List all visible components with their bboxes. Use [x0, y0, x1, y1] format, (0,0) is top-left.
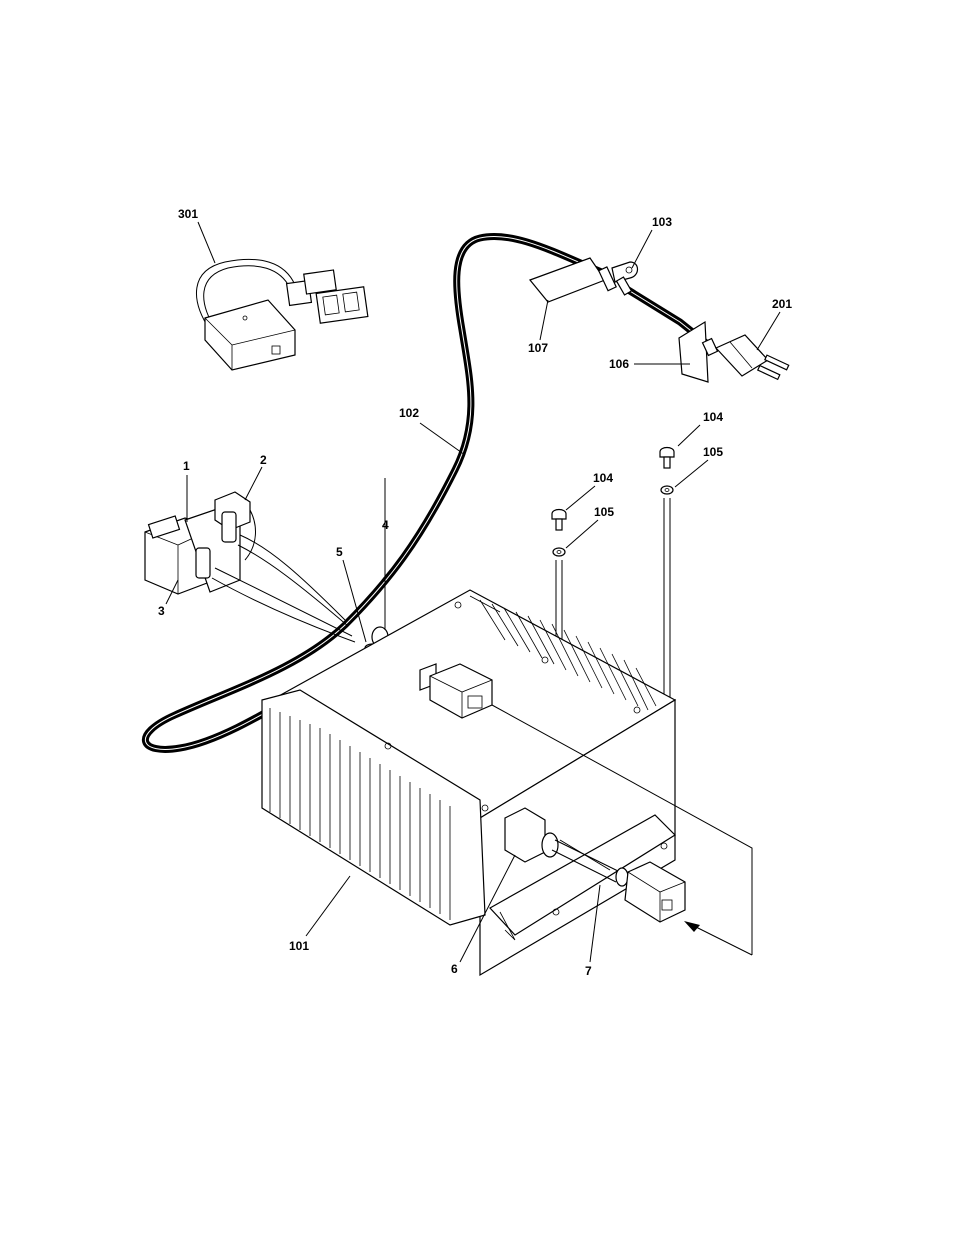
washer-105-right — [661, 486, 673, 494]
callout-104-right: 104 — [703, 410, 723, 424]
connector-assembly — [145, 492, 355, 642]
callout-7: 7 — [585, 964, 592, 978]
callout-3: 3 — [158, 604, 165, 618]
label-tag-106 — [679, 322, 708, 382]
screw-104-left — [552, 510, 566, 531]
callout-106: 106 — [609, 357, 629, 371]
label-tag-107 — [530, 258, 605, 302]
callout-101: 101 — [289, 939, 309, 953]
callout-103: 103 — [652, 215, 672, 229]
callout-4: 4 — [382, 518, 389, 532]
ac-plug-201 — [703, 335, 789, 379]
adapter-harness-301 — [196, 259, 367, 370]
output-connector-7 — [616, 862, 685, 922]
callout-102: 102 — [399, 406, 419, 420]
screw-104-right — [660, 448, 674, 469]
battery-charger-101 — [262, 590, 675, 975]
callout-1: 1 — [183, 459, 190, 473]
callout-5: 5 — [336, 545, 343, 559]
callout-2: 2 — [260, 453, 267, 467]
callout-201: 201 — [772, 297, 792, 311]
callout-107: 107 — [528, 341, 548, 355]
callout-6: 6 — [451, 962, 458, 976]
washer-105-left — [553, 548, 565, 556]
callout-301: 301 — [178, 207, 198, 221]
callout-104-left: 104 — [593, 471, 613, 485]
callout-105-left: 105 — [594, 505, 614, 519]
callout-105-right: 105 — [703, 445, 723, 459]
